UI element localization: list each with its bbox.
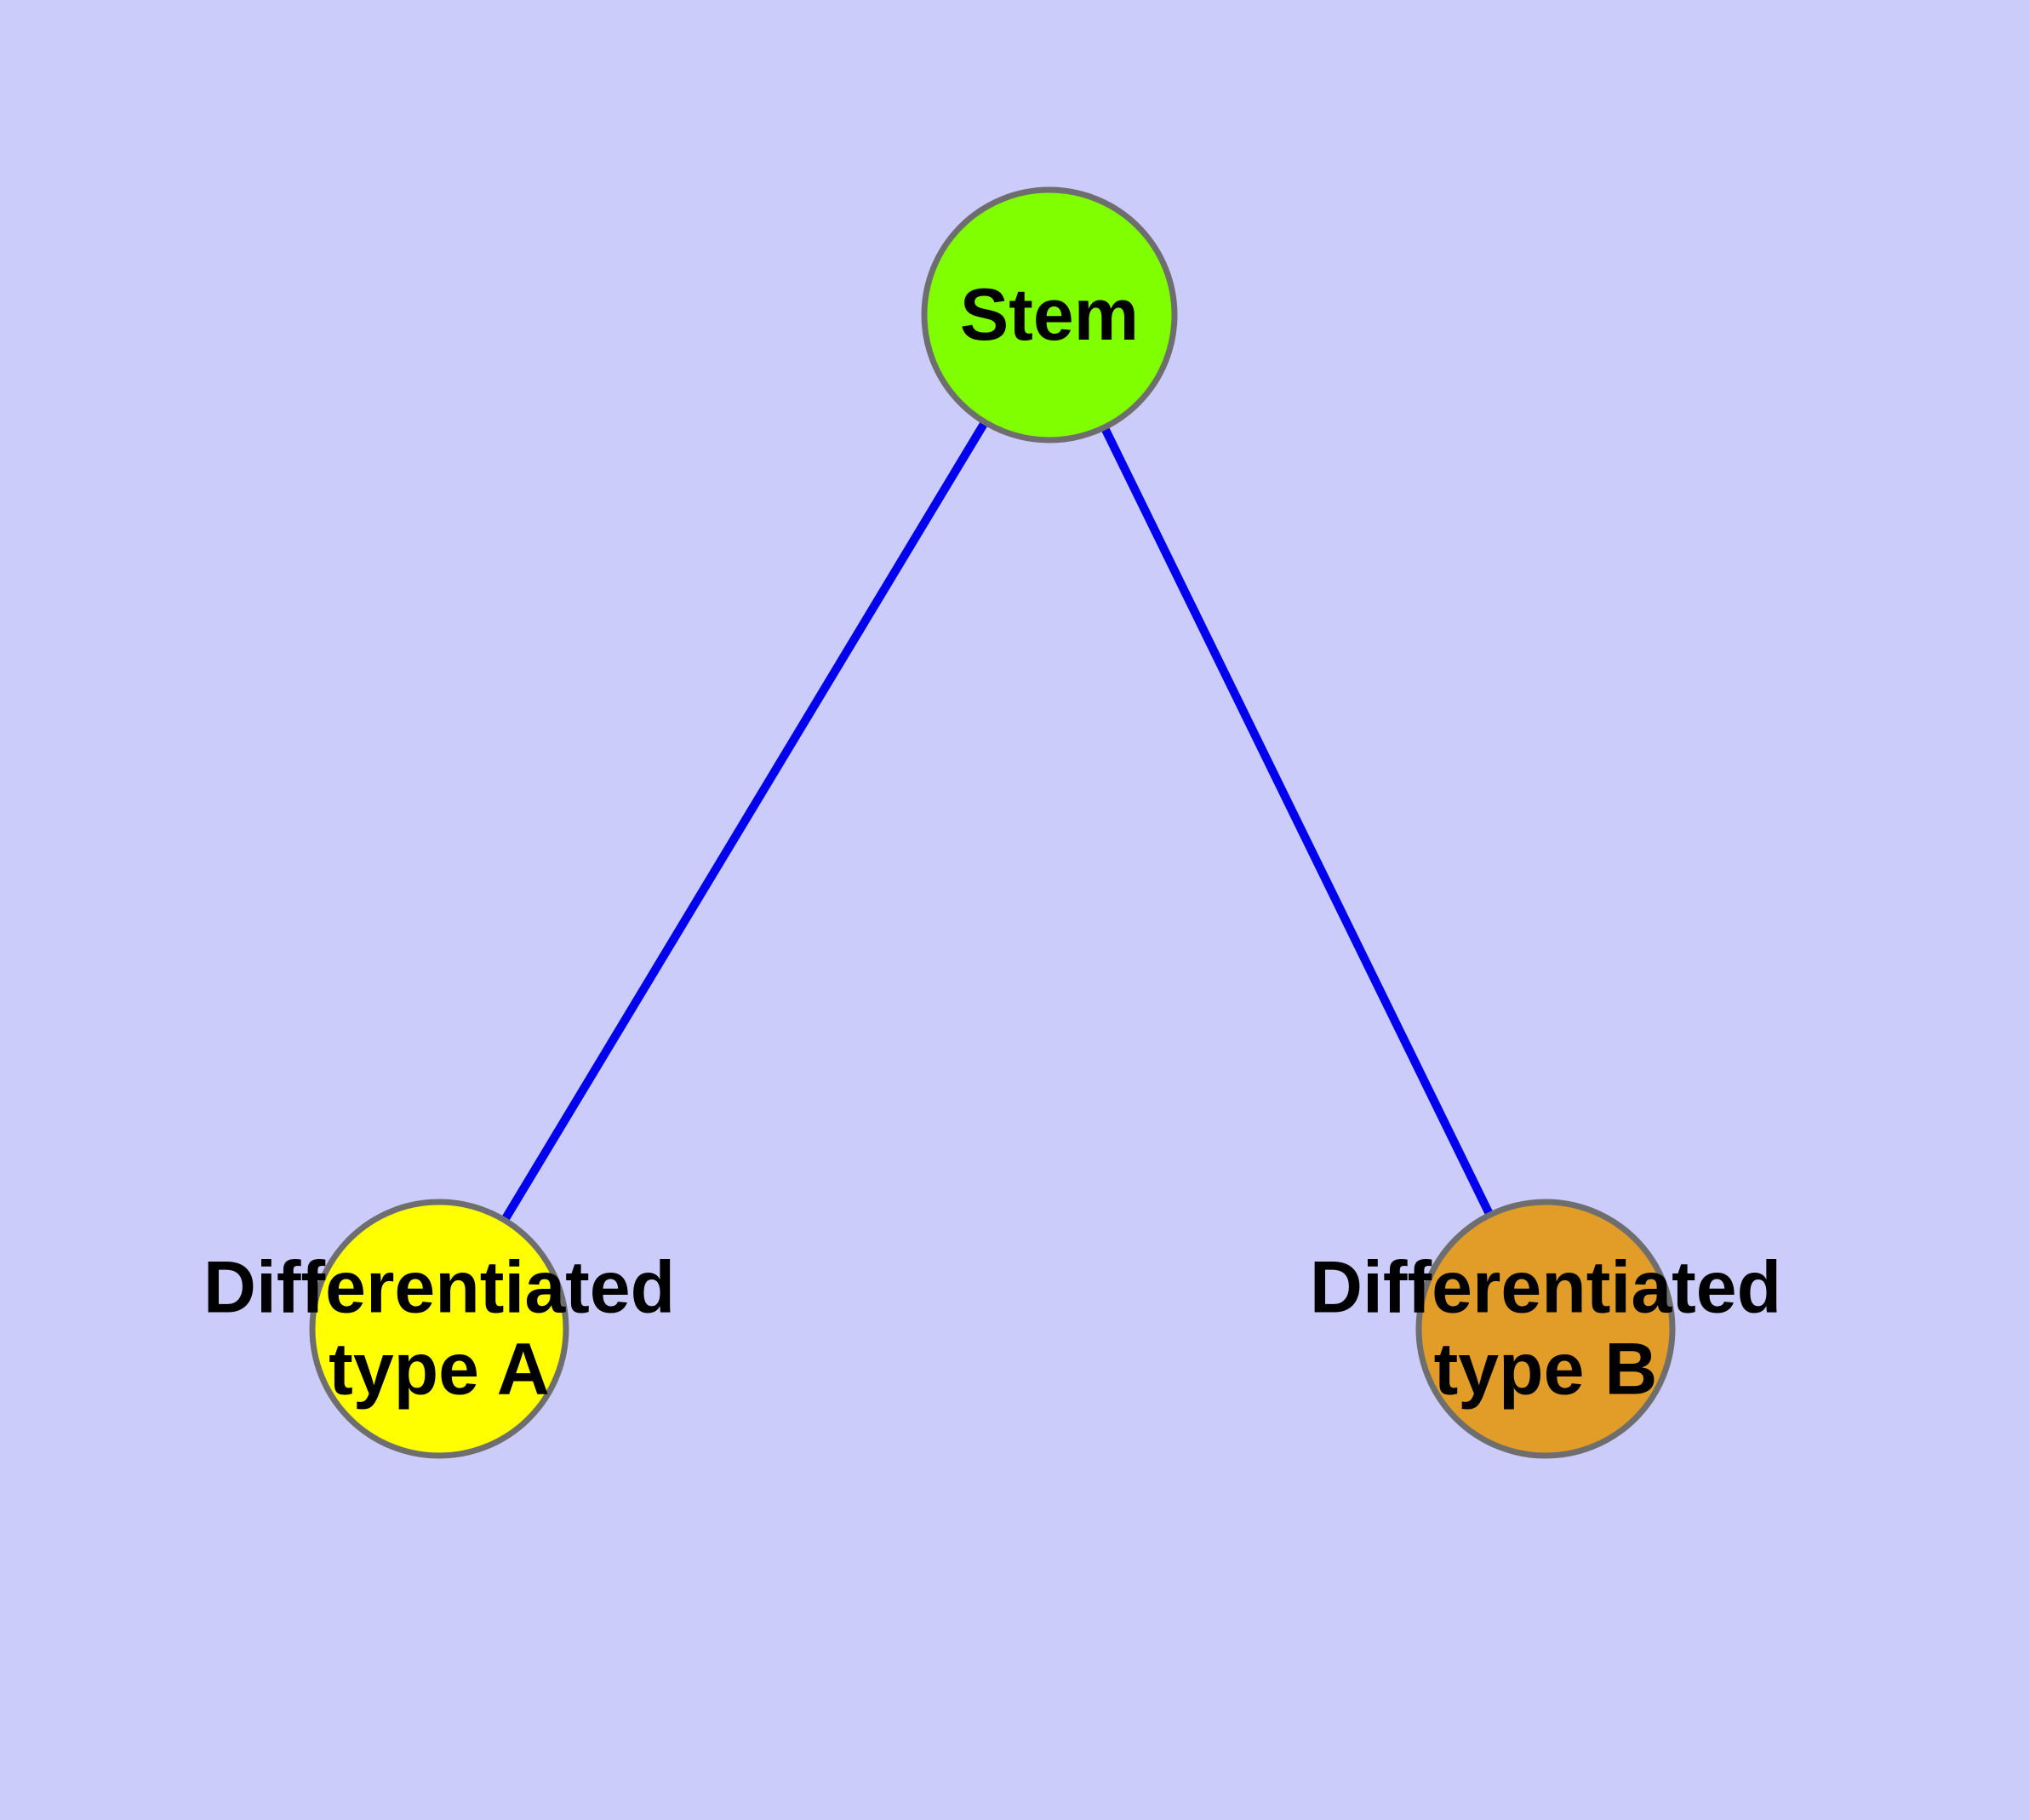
node-differentiated-type-a[interactable] bbox=[309, 1199, 569, 1459]
nodes-group bbox=[309, 186, 1676, 1459]
edges-group bbox=[435, 312, 1550, 1331]
edge-stem-to-differentiated-type-b[interactable] bbox=[1045, 312, 1550, 1331]
node-stem[interactable] bbox=[921, 186, 1178, 444]
node-differentiated-type-b[interactable] bbox=[1415, 1199, 1676, 1459]
edge-stem-to-differentiated-type-a[interactable] bbox=[435, 312, 1054, 1331]
